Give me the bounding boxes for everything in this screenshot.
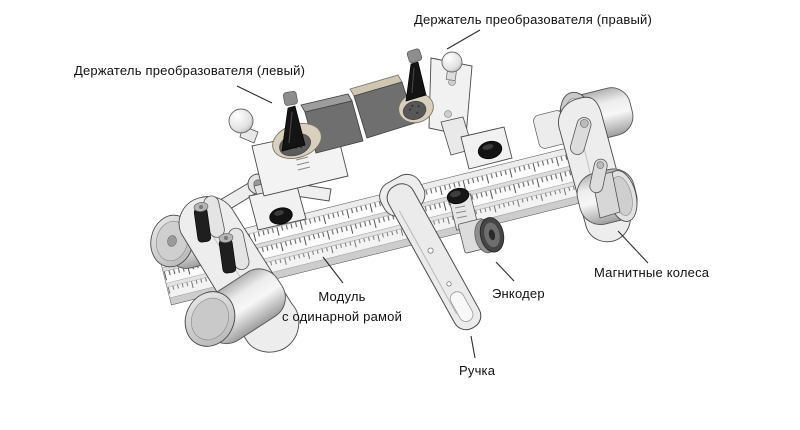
label-handle: Ручка — [459, 363, 496, 378]
ball-knob — [441, 51, 463, 73]
clamp-lever — [570, 117, 592, 155]
label-holder-right: Держатель преобразователя (правый) — [414, 12, 653, 27]
handle-bar — [379, 173, 482, 331]
probe-tip-cap — [283, 91, 298, 106]
left-wheel-assembly — [150, 195, 300, 353]
leader-encoder — [495, 261, 515, 282]
leader-wheels — [617, 230, 649, 264]
encoder-assembly — [446, 187, 505, 254]
ball-knob — [228, 108, 254, 134]
label-module-line2: с одинарной рамой — [281, 309, 403, 324]
label-holder-left: Держатель преобразователя (левый) — [74, 63, 306, 78]
leader-module — [322, 256, 344, 284]
label-module-line1: Модуль — [318, 289, 366, 304]
probe-holder-right — [349, 48, 513, 170]
clamp-lever — [193, 195, 225, 243]
ruler-scale-row — [163, 166, 589, 284]
beam-clamp — [460, 126, 513, 170]
label-wheels: Магнитные колеса — [594, 265, 710, 280]
ruler-scale-row — [159, 150, 585, 268]
label-encoder: Энкодер — [492, 286, 545, 301]
encoder-wheel — [474, 217, 505, 254]
magnetic-wheel-bottom-left — [184, 268, 286, 347]
probe-tip-cap — [406, 48, 423, 64]
probe-holder-left — [228, 91, 364, 231]
probe-cone — [405, 61, 427, 102]
clamp-lever — [218, 227, 250, 274]
right-wheel-assembly — [533, 87, 638, 243]
leader-holder-right — [446, 29, 481, 50]
clamp-lever — [589, 158, 608, 194]
leader-handle — [470, 335, 476, 359]
leader-lines — [236, 29, 649, 359]
ruler-scale-row — [167, 181, 592, 298]
probe-cone — [281, 105, 306, 152]
leader-holder-left — [236, 85, 273, 104]
label-module: Модуль с одинарной рамой — [252, 287, 432, 327]
